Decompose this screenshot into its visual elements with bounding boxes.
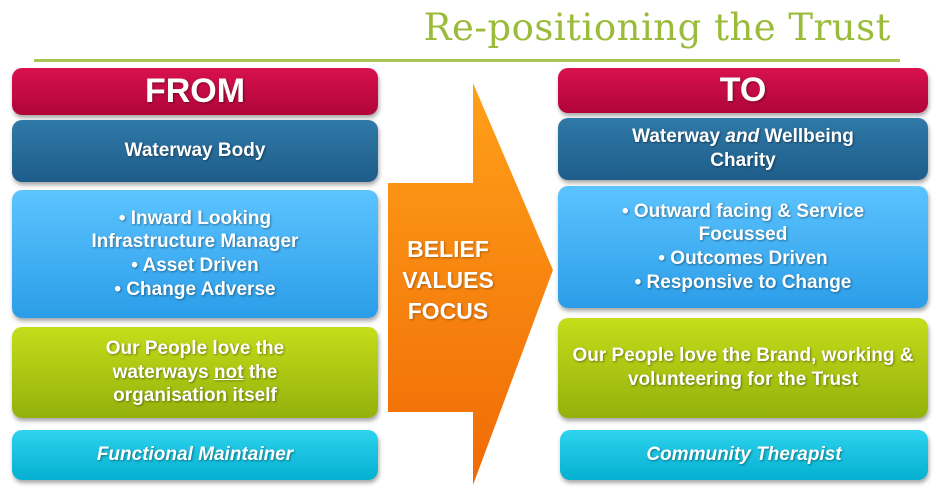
- trait: • Outcomes Driven: [658, 248, 828, 269]
- trait: Infrastructure Manager: [91, 231, 299, 253]
- from-traits: • Inward Looking Infrastructure Manager …: [12, 190, 378, 318]
- from-role: Functional Maintainer: [12, 430, 378, 480]
- from-heading: FROM: [12, 68, 378, 115]
- title-divider: [34, 59, 900, 62]
- to-identity-text: Waterway and Wellbeing Charity: [608, 125, 878, 173]
- trait: • Outward facing & Service: [621, 200, 865, 222]
- trait: • Change Adverse: [114, 278, 276, 300]
- trait: • Inward Looking: [118, 207, 272, 229]
- text: the organisation itself: [113, 361, 278, 407]
- from-people-text: Our People love the waterways not the or…: [72, 337, 318, 408]
- arrow-line-values: VALUES: [402, 267, 494, 293]
- trait: Focussed: [698, 224, 788, 246]
- trait: • Responsive to Change: [634, 271, 852, 293]
- to-identity: Waterway and Wellbeing Charity: [558, 118, 928, 180]
- to-role: Community Therapist: [560, 430, 928, 480]
- text: Our People love the waterways: [105, 337, 285, 383]
- arrow-line-belief: BELIEF: [407, 236, 489, 262]
- text: Wellbeing Charity: [710, 126, 854, 171]
- emphasis: and: [725, 126, 760, 148]
- arrow-line-focus: FOCUS: [407, 298, 489, 324]
- from-identity: Waterway Body: [12, 120, 378, 182]
- to-heading: TO: [558, 68, 928, 113]
- from-people: Our People love the waterways not the or…: [12, 327, 378, 418]
- trait: • Asset Driven: [131, 255, 259, 276]
- arrow-label: BELIEF VALUES FOCUS: [388, 234, 508, 327]
- to-traits: • Outward facing & Service Focussed • Ou…: [558, 186, 928, 308]
- slide-title: Re-positioning the Trust: [423, 6, 891, 49]
- to-people: Our People love the Brand, working & vol…: [558, 318, 928, 418]
- emphasis: not: [214, 361, 244, 383]
- text: Waterway: [632, 126, 726, 148]
